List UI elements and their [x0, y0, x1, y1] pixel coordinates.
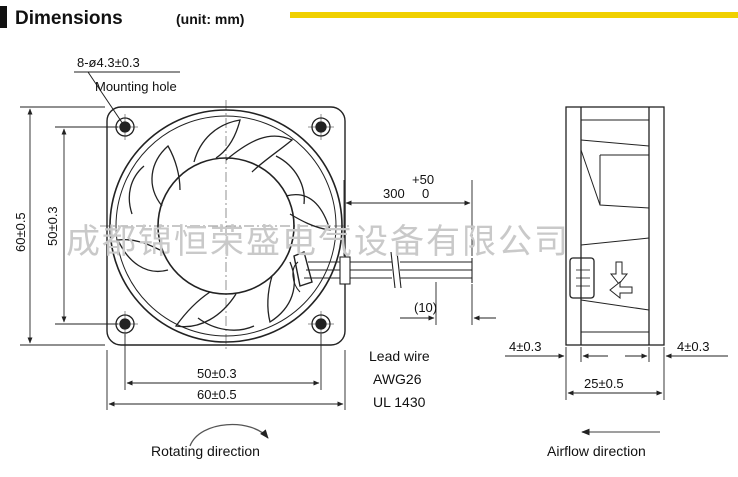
header-marker	[0, 6, 7, 28]
side-dimensions	[505, 347, 728, 400]
header-title: Dimensions	[15, 8, 123, 29]
hole-callout: 8-ø4.3±0.3 Mounting hole	[74, 55, 180, 128]
side-depth: 25±0.5	[584, 376, 624, 391]
cable-tolerance-minus: 0	[422, 186, 429, 201]
lead-wire-title: Lead wire	[369, 348, 430, 364]
header: Dimensions (unit: mm)	[0, 6, 738, 29]
hole-spec: 8-ø4.3±0.3	[77, 55, 140, 70]
cable-strip: (10)	[414, 300, 437, 315]
vertical-dimensions	[20, 106, 118, 346]
hole-label: Mounting hole	[95, 79, 177, 94]
horizontal-dimensions	[106, 334, 346, 410]
airflow-indicator: Airflow direction	[547, 428, 660, 459]
lead-wire-gauge: AWG26	[373, 371, 422, 387]
side-flange-right: 4±0.3	[677, 339, 709, 354]
side-view	[565, 106, 665, 346]
side-outline	[565, 106, 665, 346]
cable-tolerance-plus: +50	[412, 172, 434, 187]
height-outer: 60±0.5	[13, 212, 28, 252]
fan-blades	[117, 119, 331, 331]
lead-wires	[292, 251, 473, 293]
watermark: 成都锦恒荣盛电气设备有限公司	[66, 223, 570, 261]
lead-wire-standard: UL 1430	[373, 394, 426, 410]
rotation-indicator: Rotating direction	[151, 423, 269, 459]
side-flow-marks	[609, 261, 633, 300]
header-rule	[290, 12, 738, 18]
cable-dimension	[343, 180, 496, 325]
cable-length: 300	[383, 186, 405, 201]
header-unit: (unit: mm)	[176, 11, 244, 27]
side-cable-outlet	[569, 257, 595, 299]
airflow-label: Airflow direction	[547, 443, 646, 459]
height-inner: 50±0.3	[45, 206, 60, 246]
rotation-label: Rotating direction	[151, 443, 260, 459]
width-inner: 50±0.3	[197, 366, 237, 381]
side-flange-left: 4±0.3	[509, 339, 541, 354]
width-outer: 60±0.5	[197, 387, 237, 402]
cable-outlet	[293, 251, 313, 287]
